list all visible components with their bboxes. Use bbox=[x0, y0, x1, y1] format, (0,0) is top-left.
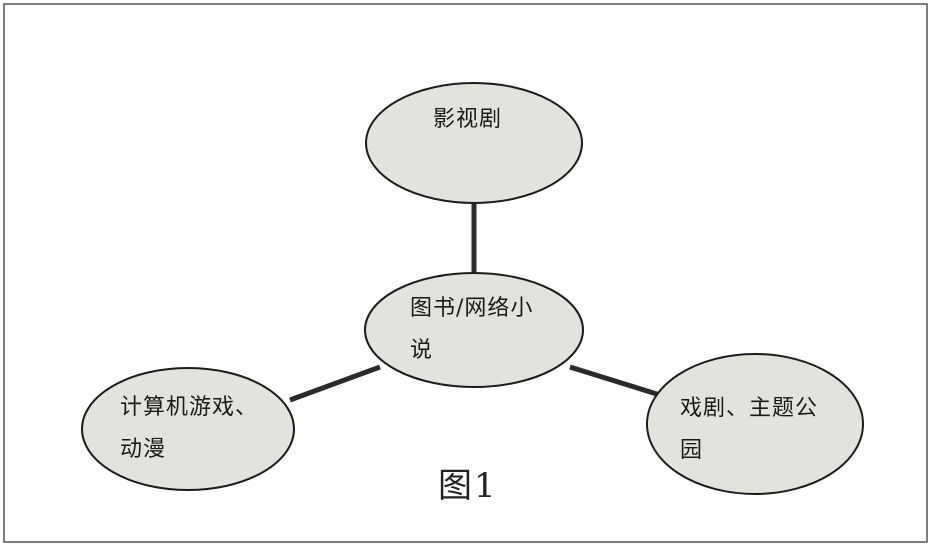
node-drama bbox=[646, 353, 864, 495]
figure-caption: 图1 bbox=[438, 466, 498, 506]
edge-center-games bbox=[289, 364, 381, 403]
node-drama-label: 戏剧、主题公园 bbox=[680, 396, 819, 463]
page-border bbox=[3, 3, 928, 543]
node-center-label: 图书/网络小说 bbox=[410, 296, 534, 363]
node-games-label: 计算机游戏、动漫 bbox=[120, 395, 259, 462]
node-film bbox=[365, 82, 583, 204]
node-center bbox=[364, 272, 584, 388]
edge-center-drama bbox=[569, 364, 661, 398]
node-games bbox=[81, 367, 295, 491]
node-film-label: 影视剧 bbox=[433, 107, 503, 132]
